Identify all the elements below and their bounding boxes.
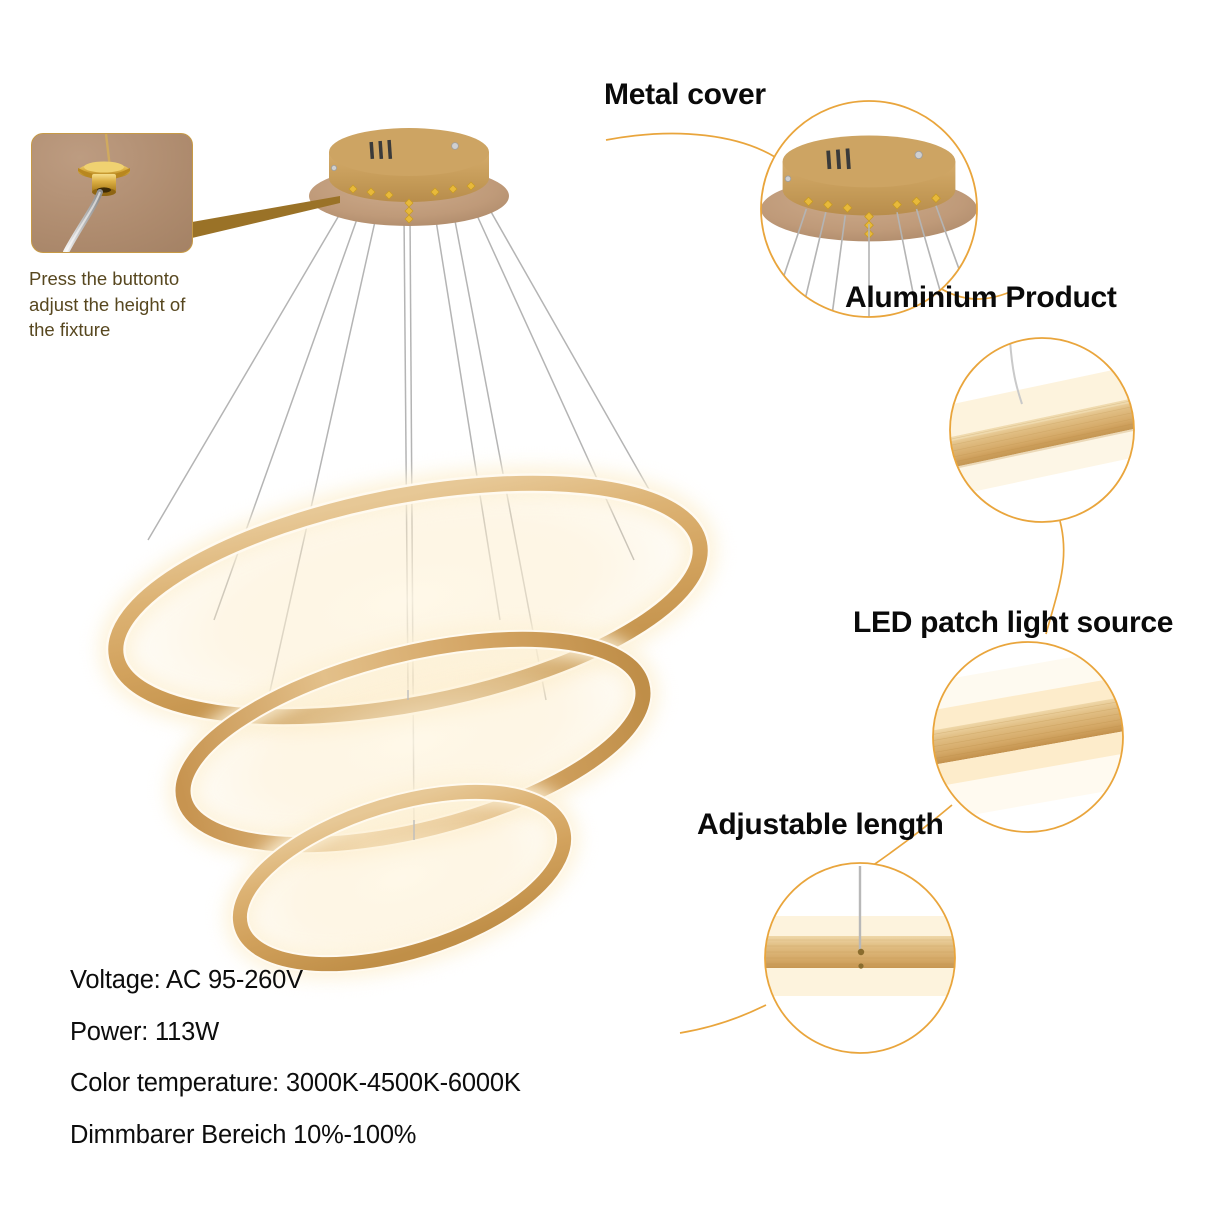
detail-circle-aluminium [949,337,1135,523]
detail-circle-metal-cover [760,100,978,318]
inset-caption-line-2: adjust the height of [29,293,186,315]
ring-small [224,776,580,980]
detail-circle-adjustable [764,862,956,1054]
ring-large [98,466,718,734]
ceiling-canopy [309,128,509,226]
leader-line-adjustable-tail [679,1004,767,1034]
height-adjust-inset-photo [31,133,193,253]
callout-label-metal-cover: Metal cover [604,78,766,111]
ring-cable-stubs [407,690,415,840]
specification-list: Voltage: AC 95-260V Power: 113W Color te… [70,966,710,1174]
detail-circle-led [932,641,1124,833]
vent-slits [369,139,393,160]
inset-photo-graphic [63,134,130,252]
cable-anchors [348,181,476,224]
leader-line-adjustable [871,804,953,867]
callout-label-aluminium: Aluminium Product [845,281,1117,314]
inset-pointer-wedge [192,196,340,238]
leader-line-aluminium [934,284,1011,300]
inset-caption-line-1: Press the buttonto [29,268,180,289]
inset-caption: Press the buttonto adjust the height of … [29,266,244,343]
spec-power: Power: 113W [70,1017,219,1046]
spec-voltage: Voltage: AC 95-260V [70,966,303,994]
callout-label-led-light-source: LED patch light source [853,606,1174,639]
spec-dimming-range: Dimmbarer Bereich 10%-100% [70,1120,417,1149]
leader-line-led [1045,520,1065,635]
leader-line-metal-cover [605,132,776,158]
spec-color-temperature: Color temperature: 3000K-4500K-6000K [70,1069,521,1097]
inset-caption-line-3: the fixture [29,319,111,341]
callout-label-adjustable-length: Adjustable length [697,808,944,841]
